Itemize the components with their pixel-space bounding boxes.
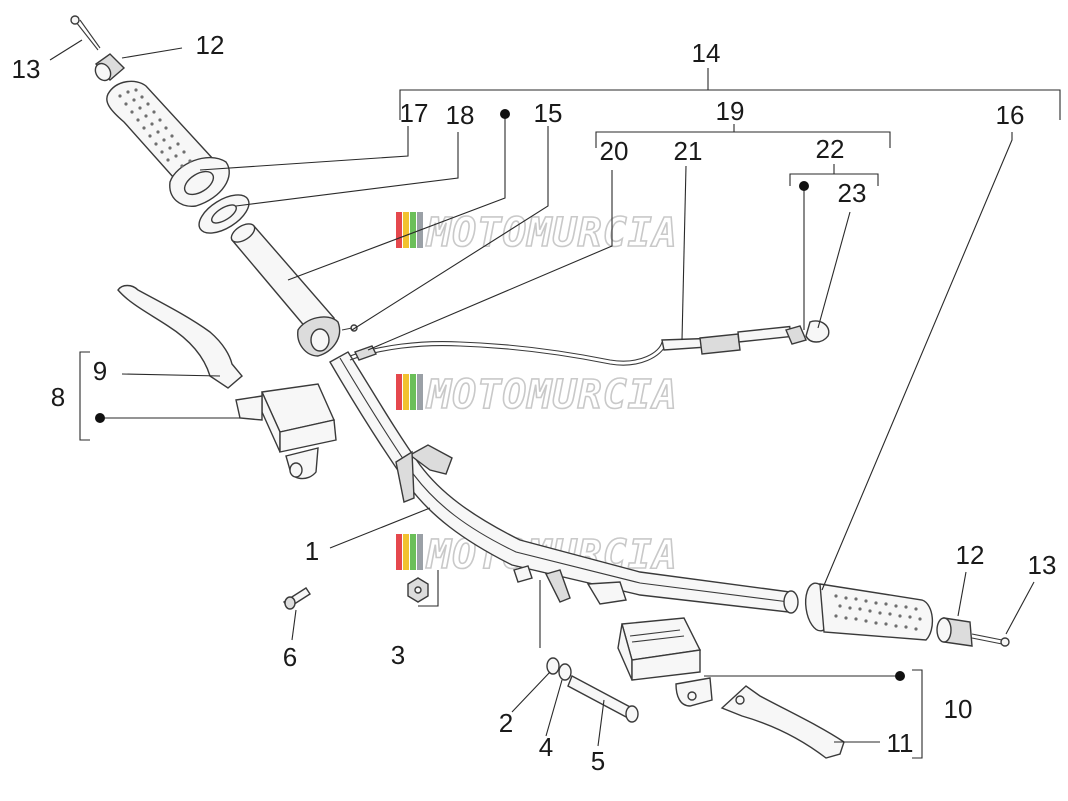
callout-1: 1 bbox=[305, 536, 319, 566]
left-grip-holes bbox=[118, 88, 192, 168]
watermark-text-middle: MOTOMURCIA bbox=[425, 372, 678, 418]
bracket-kit-8 bbox=[79, 351, 90, 441]
bracket-kit-14 bbox=[399, 89, 1061, 120]
callout-12-right: 12 bbox=[956, 540, 985, 570]
washer-4 bbox=[558, 663, 572, 681]
screw-6 bbox=[283, 587, 311, 610]
bolt-5 bbox=[567, 675, 639, 723]
cable-clips bbox=[513, 565, 627, 605]
callout-11: 11 bbox=[887, 728, 914, 758]
callout-10: 10 bbox=[944, 694, 973, 724]
callout-6: 6 bbox=[283, 642, 297, 672]
callout-13-top: 13 bbox=[12, 54, 41, 84]
watermark-text-top: MOTOMURCIA bbox=[425, 210, 678, 256]
right-grip bbox=[804, 582, 933, 641]
reference-dot-10 bbox=[895, 671, 905, 681]
callout-19: 19 bbox=[716, 96, 745, 126]
nut-3 bbox=[407, 577, 429, 603]
reference-dot-22 bbox=[799, 181, 809, 191]
callout-9: 9 bbox=[93, 356, 107, 386]
right-brake-pump bbox=[617, 617, 713, 707]
callout-3: 3 bbox=[391, 640, 405, 670]
left-grip bbox=[106, 80, 230, 207]
callout-20: 20 bbox=[600, 136, 629, 166]
callout-4: 4 bbox=[539, 732, 553, 762]
left-bar-end-screw bbox=[70, 15, 101, 51]
callout-14: 14 bbox=[692, 38, 721, 68]
callout-2: 2 bbox=[499, 708, 513, 738]
bracket-kit-19 bbox=[595, 131, 891, 148]
callout-23: 23 bbox=[838, 178, 867, 208]
right-grip-holes bbox=[834, 594, 922, 631]
left-grip-washer bbox=[198, 194, 250, 234]
right-brake-lever bbox=[720, 685, 845, 759]
callout-5: 5 bbox=[591, 746, 605, 776]
watermark-top: MOTOMURCIA bbox=[396, 209, 678, 257]
callout-13-right: 13 bbox=[1028, 550, 1057, 580]
left-bar-end-weight bbox=[94, 53, 126, 82]
callout-12-top: 12 bbox=[196, 30, 225, 60]
left-brake-lever bbox=[117, 284, 243, 389]
callout-18: 18 bbox=[446, 100, 475, 130]
washer-2 bbox=[546, 657, 560, 675]
left-brake-pump bbox=[235, 383, 337, 480]
watermark-middle: MOTOMURCIA bbox=[396, 371, 678, 419]
throttle-sleeve bbox=[230, 223, 341, 357]
cable-adjuster-assembly bbox=[661, 320, 830, 355]
callout-17: 17 bbox=[400, 98, 429, 128]
callout-8: 8 bbox=[51, 382, 65, 412]
handlebar-tube bbox=[329, 351, 799, 614]
right-bar-end-weight bbox=[936, 617, 973, 647]
callout-22: 22 bbox=[816, 134, 845, 164]
reference-dot-15 bbox=[500, 109, 510, 119]
reference-dot-8 bbox=[95, 413, 105, 423]
bracket-kit-10 bbox=[912, 669, 923, 759]
callout-21: 21 bbox=[674, 136, 703, 166]
right-bar-end-screw bbox=[971, 633, 1010, 647]
throttle-cable bbox=[341, 324, 667, 366]
callout-16: 16 bbox=[996, 100, 1025, 130]
callout-15: 15 bbox=[534, 98, 563, 128]
